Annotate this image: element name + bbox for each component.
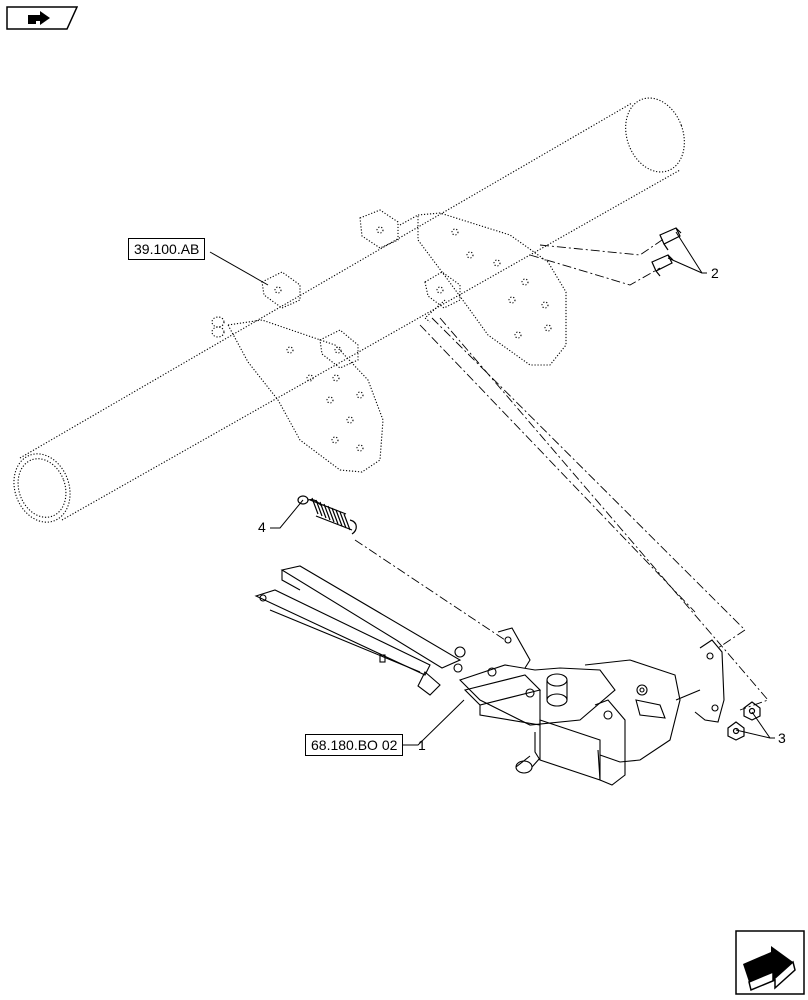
axle-tube — [13, 97, 685, 523]
leader-lines — [209, 231, 775, 746]
front-mounting-plate — [211, 316, 384, 473]
rear-mounting-plate — [399, 212, 567, 366]
callout-1[interactable]: 1 — [418, 737, 426, 753]
mounting-tabs — [261, 209, 461, 369]
callout-2[interactable]: 2 — [711, 265, 719, 281]
callout-3[interactable]: 3 — [778, 730, 786, 746]
spring-part-4 — [297, 495, 357, 535]
callout-4[interactable]: 4 — [258, 519, 266, 535]
nut-part-3 — [727, 701, 761, 741]
hand-lever-assembly-part-1 — [254, 565, 725, 786]
previous-page-arrow-icon[interactable] — [6, 6, 79, 30]
next-page-arrow-icon[interactable] — [735, 930, 805, 995]
reference-68-180-bo-02[interactable]: 68.180.BO 02 — [305, 734, 404, 756]
reference-39-100-ab[interactable]: 39.100.AB — [128, 238, 206, 260]
bolt-part-2 — [651, 227, 682, 277]
assembly-lines — [354, 237, 769, 711]
